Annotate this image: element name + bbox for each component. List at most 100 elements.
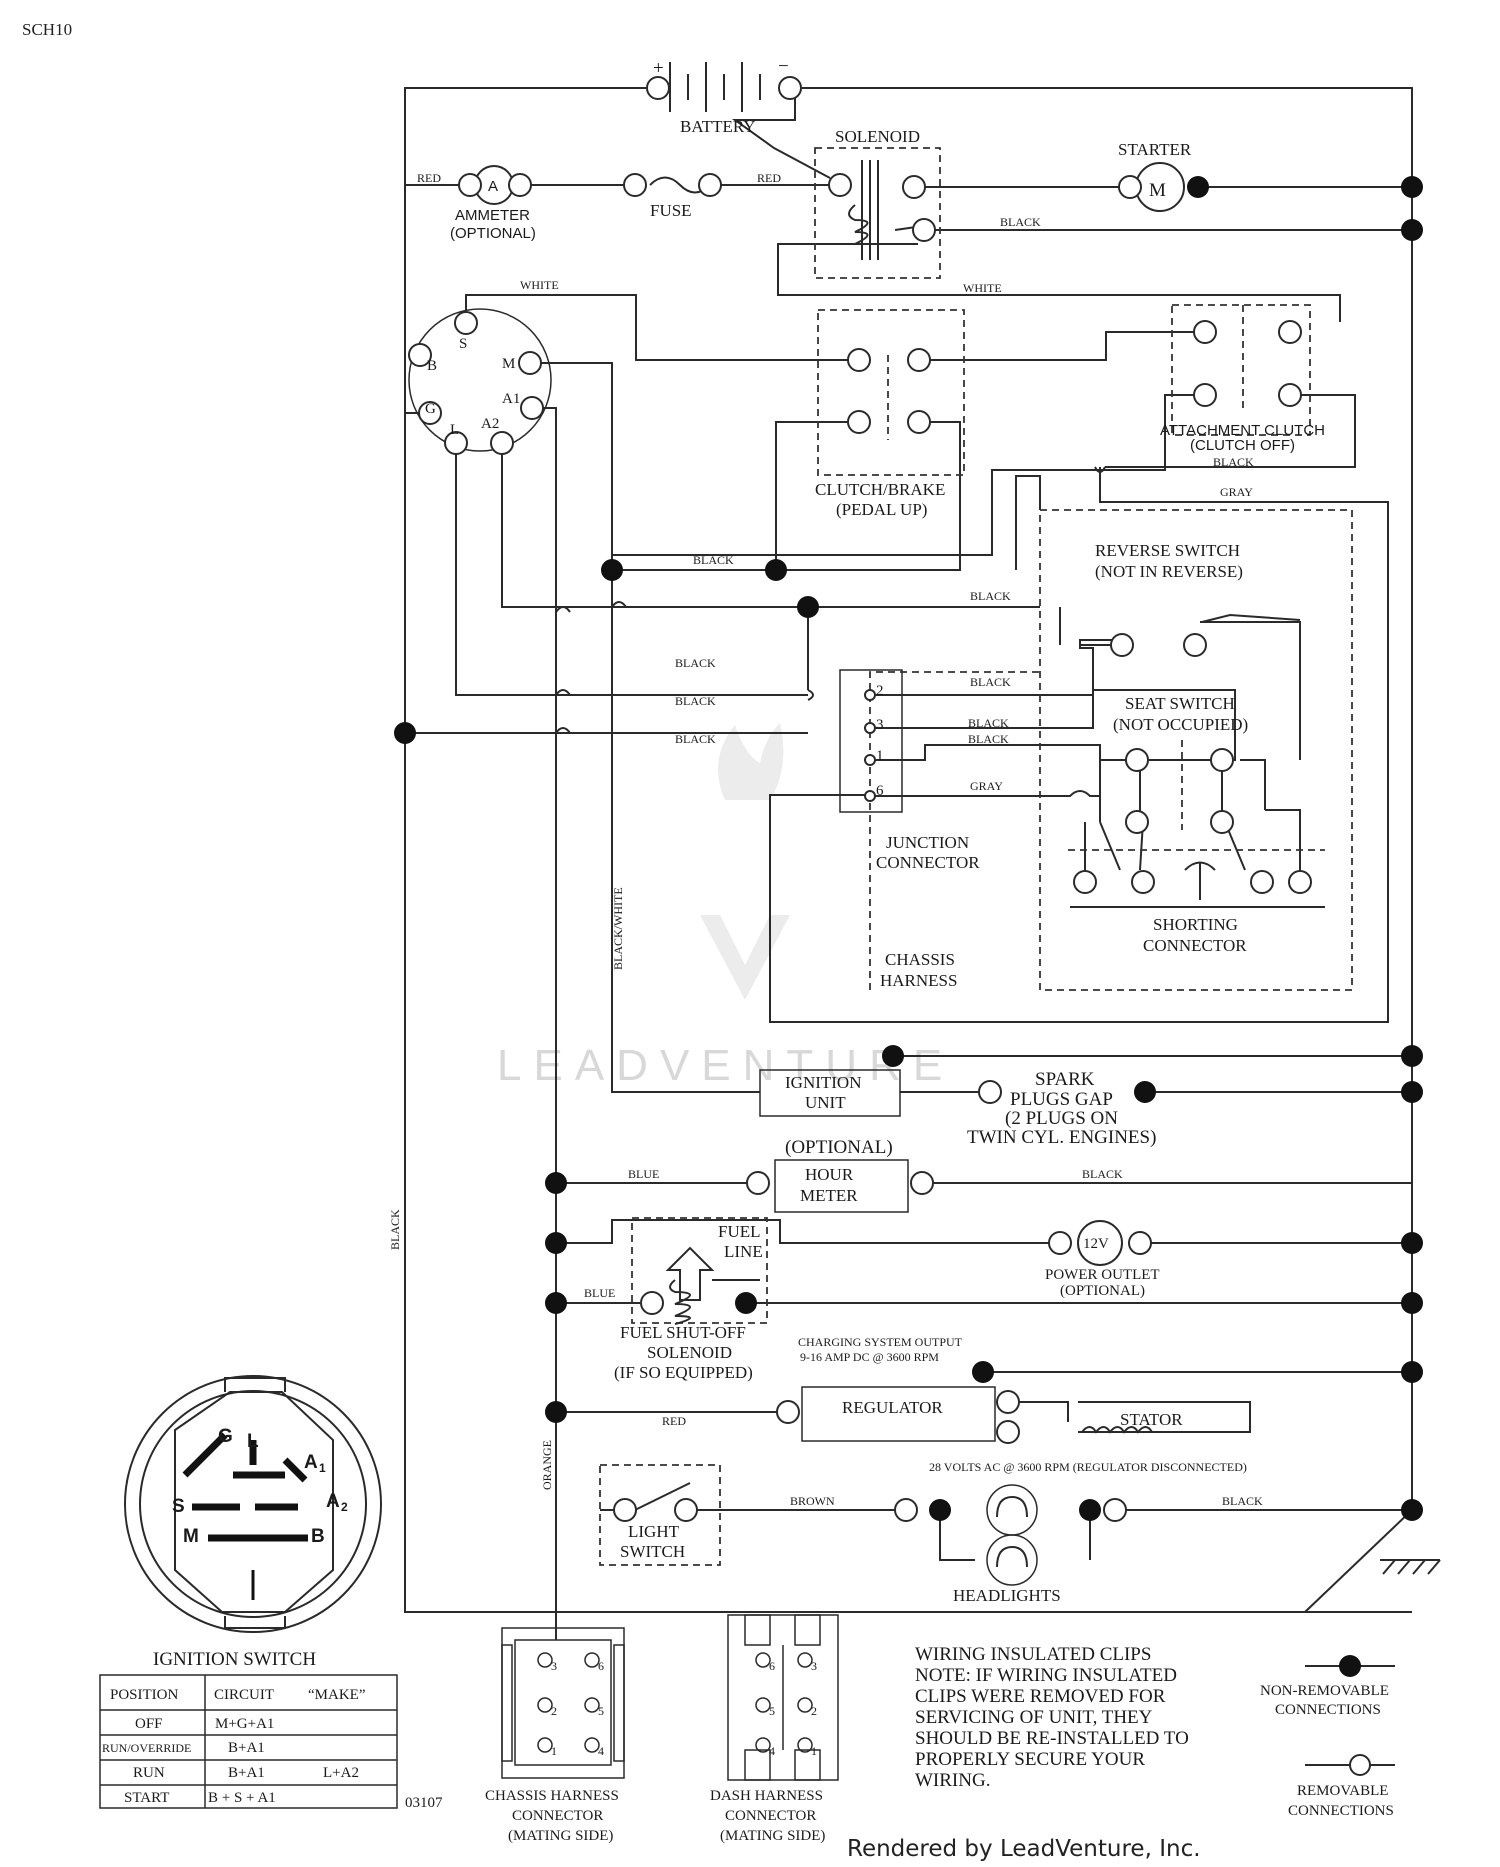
- wire-black-c: BLACK: [675, 656, 716, 670]
- wire-black-clutch: BLACK: [1213, 455, 1254, 469]
- removable-terminal: [458, 173, 482, 197]
- connection-dot: [972, 1361, 994, 1383]
- spark-plugs-note-2: TWIN CYL. ENGINES): [967, 1127, 1156, 1148]
- legend-non-removable-dot: [1339, 1655, 1361, 1677]
- junction-pin-3: 3: [876, 717, 884, 733]
- shorting-connector-label-2: CONNECTOR: [1143, 936, 1247, 955]
- removable-terminal: [444, 431, 468, 455]
- removable-terminal: [1183, 633, 1207, 657]
- fuel-line-label-2: LINE: [724, 1242, 763, 1261]
- chassis-harness-connector: [501, 1627, 625, 1779]
- removable-terminal: [613, 1498, 637, 1522]
- junction-pin-terminal: [864, 722, 876, 734]
- connection-dot: [1401, 1081, 1423, 1103]
- table-cell-position: START: [124, 1790, 169, 1806]
- seat-switch-state: (NOT OCCUPIED): [1113, 715, 1248, 734]
- connection-dot: [1401, 1361, 1423, 1383]
- watermark-text: LEADVENTURE: [497, 1041, 954, 1090]
- switch-face-l: L: [247, 1431, 259, 1452]
- table-cell-make: L+A2: [323, 1765, 359, 1781]
- ignition-switch-title: IGNITION SWITCH: [153, 1649, 316, 1670]
- connector-pin: [584, 1737, 600, 1753]
- seat-switch-label: SEAT SWITCH: [1125, 694, 1235, 713]
- charging-output-label: CHARGING SYSTEM OUTPUT: [798, 1335, 963, 1349]
- connection-dot: [1187, 176, 1209, 198]
- reverse-switch-state: (NOT IN REVERSE): [1095, 562, 1243, 581]
- connection-legend: NON-REMOVABLE CONNECTIONS REMOVABLE CONN…: [1260, 1655, 1395, 1819]
- table-cell-circuit: B + S + A1: [208, 1790, 276, 1806]
- connector-pin: [584, 1652, 600, 1668]
- connector-pin: [584, 1697, 600, 1713]
- removable-terminal: [418, 401, 442, 425]
- wire-blue-2: BLUE: [584, 1286, 615, 1300]
- removable-terminal: [1125, 748, 1149, 772]
- legend-removable: REMOVABLE: [1297, 1783, 1388, 1799]
- ignition-unit-label: IGNITION: [785, 1073, 861, 1092]
- power-outlet-optional: (OPTIONAL): [1060, 1283, 1145, 1299]
- reverse-switch-label: REVERSE SWITCH: [1095, 541, 1240, 560]
- wiring-note: WIRING INSULATED CLIPS NOTE: IF WIRING I…: [915, 1644, 1189, 1791]
- junction-connector-block: [839, 669, 903, 813]
- connection-dot: [601, 559, 623, 581]
- connector-pin: [797, 1652, 813, 1668]
- legend-removable-ring: [1349, 1754, 1371, 1776]
- spark-plugs-gap: PLUGS GAP: [1010, 1089, 1113, 1110]
- connector-pin-number: 2: [811, 1704, 817, 1718]
- ignition-unit-label-2: UNIT: [805, 1093, 846, 1112]
- clutch-brake-label: CLUTCH/BRAKE: [815, 480, 945, 499]
- note-line: WIRING.: [915, 1770, 990, 1791]
- connector-pin-number: 5: [598, 1704, 604, 1718]
- removable-terminal: [1103, 1498, 1127, 1522]
- removable-terminal: [910, 1171, 934, 1195]
- removable-terminal: [698, 173, 722, 197]
- table-header-circuit: CIRCUIT: [214, 1687, 274, 1703]
- fuse-label: FUSE: [650, 201, 692, 220]
- spark-plugs-label: SPARK: [1035, 1069, 1095, 1090]
- connection-dot: [1401, 176, 1423, 198]
- removable-terminal: [640, 1291, 664, 1315]
- wire-black-f: BLACK: [970, 675, 1011, 689]
- render-credit: Rendered by LeadVenture, Inc.: [847, 1836, 1201, 1862]
- switch-face-m: M: [183, 1526, 199, 1547]
- junction-pin-1: 1: [876, 748, 884, 764]
- labels: + − BATTERY SOLENOID STARTER AMMETER (OP…: [388, 56, 1325, 1605]
- switch-face-g: G: [218, 1426, 233, 1447]
- connection-dot: [1401, 1499, 1423, 1521]
- switch-face-a2-sub: 2: [341, 1500, 348, 1514]
- part-number: 03107: [405, 1795, 443, 1811]
- connector-pin: [755, 1697, 771, 1713]
- junction-pin-terminal: [864, 689, 876, 701]
- removable-terminal: [778, 76, 802, 100]
- ignition-terminal-a2: A2: [481, 416, 499, 432]
- clutch-brake-state: (PEDAL UP): [836, 500, 927, 519]
- dashed-enclosures: [599, 147, 1353, 1566]
- connection-dot: [1401, 1232, 1423, 1254]
- light-switch-label-2: SWITCH: [620, 1542, 685, 1561]
- note-line: SERVICING OF UNIT, THEY: [915, 1707, 1153, 1728]
- removable-terminal: [1193, 320, 1217, 344]
- wire-black-g: BLACK: [968, 716, 1009, 730]
- removable-terminal: [1288, 870, 1312, 894]
- connector-pin: [537, 1737, 553, 1753]
- removable-terminal: [623, 173, 647, 197]
- legend-non-removable: NON-REMOVABLE: [1260, 1683, 1389, 1699]
- dash-connector-label: DASH HARNESS: [710, 1788, 823, 1804]
- hour-meter-optional: (OPTIONAL): [785, 1137, 893, 1158]
- starter-motor-symbol: M: [1149, 180, 1166, 201]
- power-outlet-label: POWER OUTLET: [1045, 1267, 1160, 1283]
- note-title: WIRING INSULATED CLIPS: [915, 1644, 1151, 1665]
- note-line: CLIPS WERE REMOVED FOR: [915, 1686, 1166, 1707]
- battery-minus: −: [778, 56, 789, 77]
- removable-terminal: [518, 351, 542, 375]
- removable-terminal: [1210, 810, 1234, 834]
- fuel-solenoid-note: (IF SO EQUIPPED): [614, 1363, 753, 1382]
- wire-black-a: BLACK: [693, 553, 734, 567]
- wire-red-2: RED: [757, 171, 781, 185]
- connection-dot: [1401, 1292, 1423, 1314]
- ignition-terminal-s: S: [459, 336, 467, 352]
- connector-pin: [537, 1652, 553, 1668]
- removable-terminal: [1073, 870, 1097, 894]
- chassis-harness-label: CHASSIS: [885, 950, 955, 969]
